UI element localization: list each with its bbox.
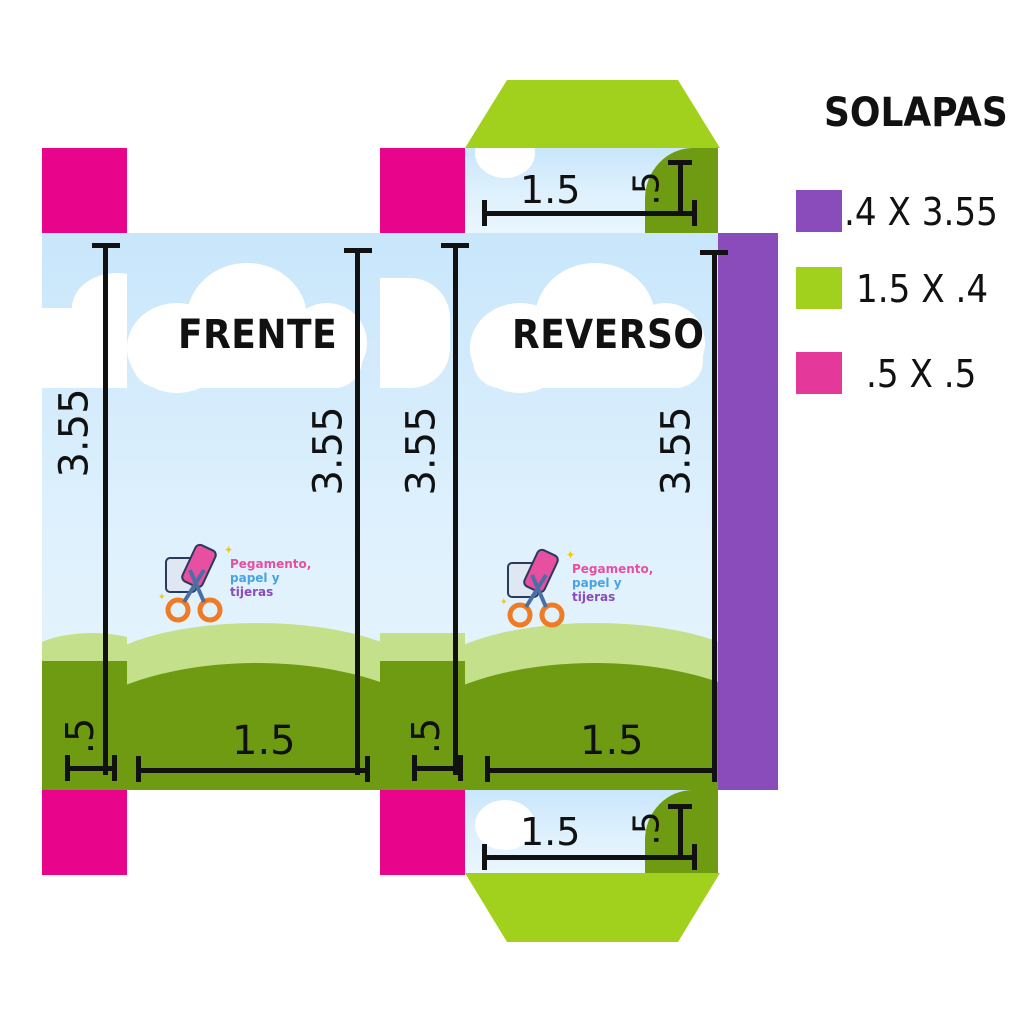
- dimension-line: [412, 766, 462, 771]
- dimension-tick: [412, 755, 417, 781]
- scissors-glue-icon: ✦ ✦: [500, 548, 575, 628]
- dimension-line: [65, 766, 117, 771]
- dimension-tick: [344, 248, 372, 253]
- logo-back: ✦ ✦ Pegamento, papel y tijeras: [500, 545, 670, 635]
- dimension-tick: [112, 755, 117, 781]
- legend-swatch-purple: [796, 190, 842, 232]
- corner-flap-bottom-left: [42, 790, 127, 875]
- cloud: [475, 800, 535, 850]
- side-label-side-left: .5: [58, 717, 103, 755]
- dimension-tick: [668, 160, 692, 165]
- dimension-tick: [692, 200, 697, 226]
- dimension-tick: [482, 844, 487, 870]
- logo-line-2: papel y: [230, 571, 280, 585]
- back-panel: [465, 233, 718, 790]
- logo-line-3: tijeras: [230, 585, 274, 599]
- dimension-tick: [136, 756, 141, 782]
- width-label-top-lid: 1.5: [520, 168, 581, 212]
- legend-label-pink: .5 X .5: [866, 352, 977, 396]
- dimension-line: [138, 768, 370, 773]
- side-label-bottom-lid: .5: [626, 811, 668, 846]
- logo-line-1: Pegamento,: [230, 557, 312, 571]
- dimension-tick: [712, 756, 717, 782]
- dimension-tick: [700, 250, 728, 255]
- svg-text:✦: ✦: [566, 548, 575, 562]
- dimension-line: [712, 252, 717, 774]
- height-label-side-left: 3.55: [51, 388, 98, 478]
- legend: SOLAPAS .4 X 3.55 1.5 X .4 .5 X .5: [790, 90, 1010, 410]
- front-title: FRENTE: [178, 312, 338, 358]
- dimension-line: [485, 855, 697, 860]
- dimension-line: [485, 211, 697, 216]
- dimension-tick: [485, 756, 490, 782]
- cloud-body: [473, 333, 703, 388]
- width-label-bottom-lid: 1.5: [520, 810, 581, 854]
- back-title: REVERSO: [512, 312, 705, 358]
- side-flap-right: [718, 233, 778, 790]
- corner-flap-top-middle: [380, 148, 465, 233]
- svg-text:✦: ✦: [158, 592, 166, 603]
- side-label-top-lid: .5: [626, 171, 668, 206]
- legend-swatch-pink: [796, 352, 842, 394]
- width-label-back: 1.5: [580, 718, 644, 764]
- dimension-tick: [65, 755, 70, 781]
- svg-text:✦: ✦: [224, 543, 233, 557]
- width-label-front: 1.5: [232, 718, 296, 764]
- legend-label-purple: .4 X 3.55: [844, 190, 998, 234]
- side-label-side-middle: .5: [404, 717, 449, 755]
- green-flap-bottom: [465, 873, 720, 942]
- legend-title: SOLAPAS: [824, 90, 1008, 136]
- dimension-line: [103, 245, 108, 775]
- cloud-body: [132, 333, 362, 388]
- green-flap-top: [465, 80, 720, 148]
- dimension-tick: [92, 243, 120, 248]
- dimension-line: [355, 250, 360, 775]
- dimension-tick: [482, 200, 487, 226]
- logo-line-1: Pegamento,: [572, 562, 654, 576]
- legend-label-green: 1.5 X .4: [856, 267, 989, 311]
- dimension-line: [678, 162, 683, 212]
- corner-flap-top-left: [42, 148, 127, 233]
- height-label-side-middle: 3.55: [398, 406, 445, 496]
- scissors-glue-icon: ✦ ✦: [158, 543, 233, 623]
- dimension-tick: [668, 804, 692, 809]
- side-panel-left: [42, 233, 127, 790]
- legend-swatch-green: [796, 267, 842, 309]
- dimension-tick: [441, 243, 469, 248]
- cloud-body: [42, 308, 127, 388]
- dimension-tick: [692, 844, 697, 870]
- logo-line-3: tijeras: [572, 590, 616, 604]
- height-label-back: 3.55: [653, 406, 700, 496]
- dimension-line: [678, 806, 683, 856]
- height-label-front: 3.55: [305, 406, 352, 496]
- logo-front: ✦ ✦ Pegamento, papel y tijeras: [158, 540, 328, 630]
- cloud-body: [380, 278, 450, 388]
- dimension-tick: [458, 755, 463, 781]
- logo-line-2: papel y: [572, 576, 622, 590]
- dimension-line: [453, 245, 458, 775]
- svg-text:✦: ✦: [500, 597, 508, 608]
- dimension-tick: [365, 756, 370, 782]
- corner-flap-bottom-middle: [380, 790, 465, 875]
- dimension-line: [488, 768, 716, 773]
